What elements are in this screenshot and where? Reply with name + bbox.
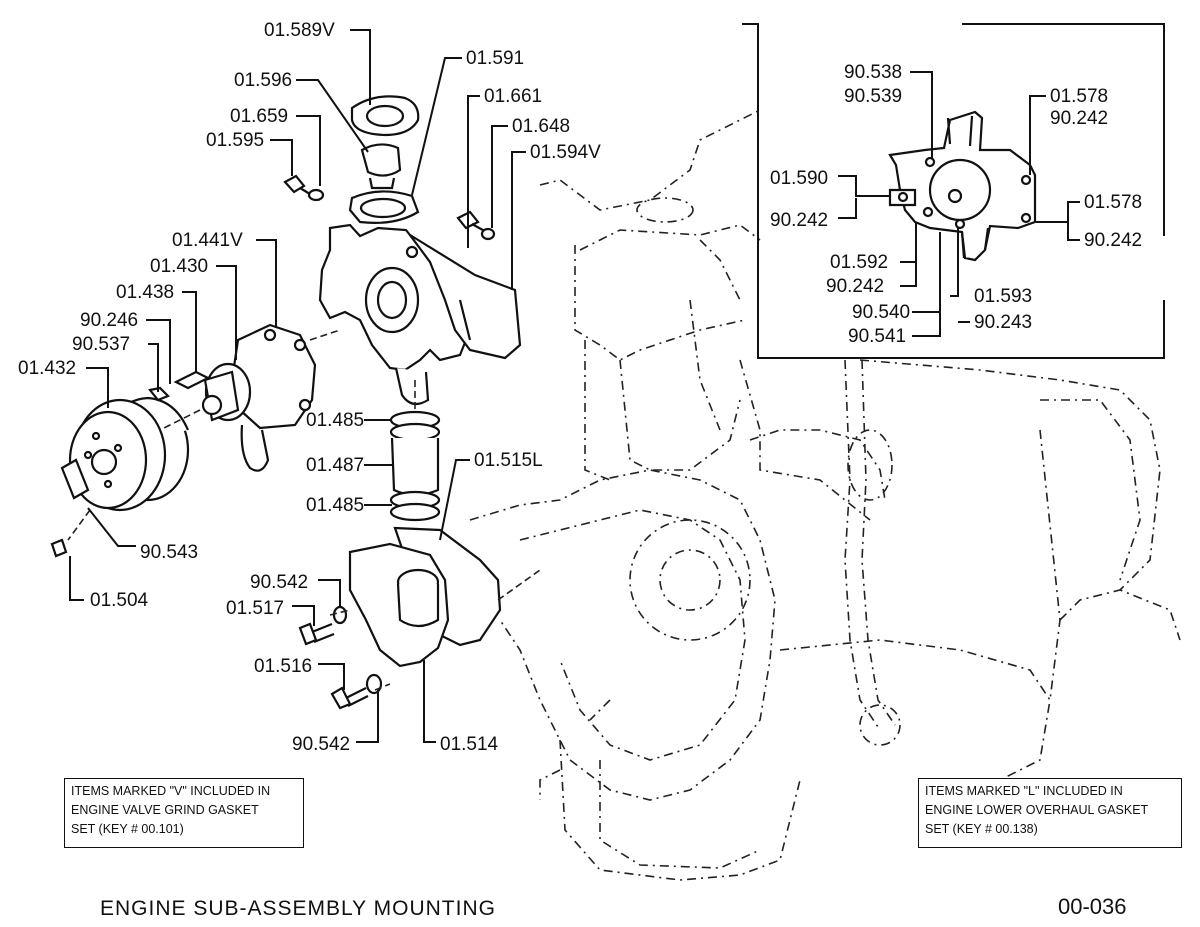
label-90-539: 90.539 [844, 86, 902, 107]
label-01-590: 01.590 [770, 168, 828, 189]
label-90-540: 90.540 [852, 302, 910, 323]
label-01-441v: 01.441V [172, 230, 243, 251]
label-90-242-top-right: 90.242 [1050, 108, 1108, 129]
label-01-578-top: 01.578 [1050, 86, 1108, 107]
label-90-243: 90.243 [974, 312, 1032, 333]
fan-pulley [50, 370, 211, 558]
label-01-591: 01.591 [466, 48, 524, 69]
label-01-485-top: 01.485 [306, 410, 364, 431]
label-01-504: 01.504 [90, 590, 149, 611]
label-01-515l: 01.515L [474, 450, 543, 471]
inset-labels: 90.538 90.539 01.578 90.242 01.590 90.24… [770, 62, 1142, 347]
note-l-line-2: ENGINE LOWER OVERHAUL GASKET [925, 803, 1149, 817]
label-01-578-right: 01.578 [1084, 192, 1142, 213]
label-01-485-bottom: 01.485 [306, 495, 364, 516]
label-90-542-bottom: 90.542 [292, 734, 350, 755]
label-90-242-bottom: 90.242 [826, 276, 884, 297]
label-90-541: 90.541 [848, 326, 906, 347]
sheet-number: 00-036 [1058, 894, 1127, 919]
water-pump [201, 323, 317, 472]
label-90-542-top: 90.542 [250, 572, 308, 593]
note-valve-grind-gasket-set: ITEMS MARKED "V" INCLUDED IN ENGINE VALV… [64, 778, 304, 848]
note-v-line-3: SET (KEY # 00.101) [71, 822, 184, 836]
bypass-hose [389, 410, 441, 522]
leader-lines [69, 29, 526, 743]
label-90-246: 90.246 [80, 310, 138, 331]
water-housing [318, 223, 522, 406]
label-01-596: 01.596 [234, 70, 292, 91]
label-01-593: 01.593 [974, 286, 1032, 307]
label-01-595: 01.595 [206, 130, 264, 151]
label-01-516: 01.516 [254, 656, 312, 677]
thermostat-assembly [348, 95, 420, 224]
label-01-592: 01.592 [830, 252, 888, 273]
label-01-487: 01.487 [306, 455, 364, 476]
assembly-centerlines [67, 329, 541, 691]
part-labels: 01.589V 01.591 01.596 01.661 01.659 01.6… [18, 20, 601, 755]
label-01-432: 01.432 [18, 358, 76, 379]
inset-frame [742, 23, 1165, 359]
note-v-line-1: ITEMS MARKED "V" INCLUDED IN [71, 784, 271, 798]
label-01-517: 01.517 [226, 598, 284, 619]
label-01-659: 01.659 [230, 106, 288, 127]
note-l-line-1: ITEMS MARKED "L" INCLUDED IN [925, 784, 1123, 798]
label-01-589v: 01.589V [264, 20, 335, 41]
note-l-line-3: SET (KEY # 00.138) [925, 822, 1038, 836]
label-01-661: 01.661 [484, 86, 542, 107]
label-90-242-left: 90.242 [770, 210, 828, 231]
label-90-537: 90.537 [72, 334, 130, 355]
label-01-430: 01.430 [150, 256, 208, 277]
inset-pump-housing [888, 110, 1037, 262]
label-01-514: 01.514 [440, 734, 499, 755]
note-v-line-2: ENGINE VALVE GRIND GASKET [71, 803, 259, 817]
inset-leaders [838, 71, 1080, 337]
engine-block-outline [469, 109, 1181, 881]
label-90-543: 90.543 [140, 542, 198, 563]
label-90-538: 90.538 [844, 62, 902, 83]
diagram-title: ENGINE SUB-ASSEMBLY MOUNTING [100, 897, 496, 920]
label-01-594v: 01.594V [530, 142, 601, 163]
label-90-242-right: 90.242 [1084, 230, 1142, 251]
lower-housing [298, 526, 502, 710]
label-01-438: 01.438 [116, 282, 174, 303]
label-01-648: 01.648 [512, 116, 570, 137]
note-lower-overhaul-gasket-set: ITEMS MARKED "L" INCLUDED IN ENGINE LOWE… [918, 778, 1182, 848]
